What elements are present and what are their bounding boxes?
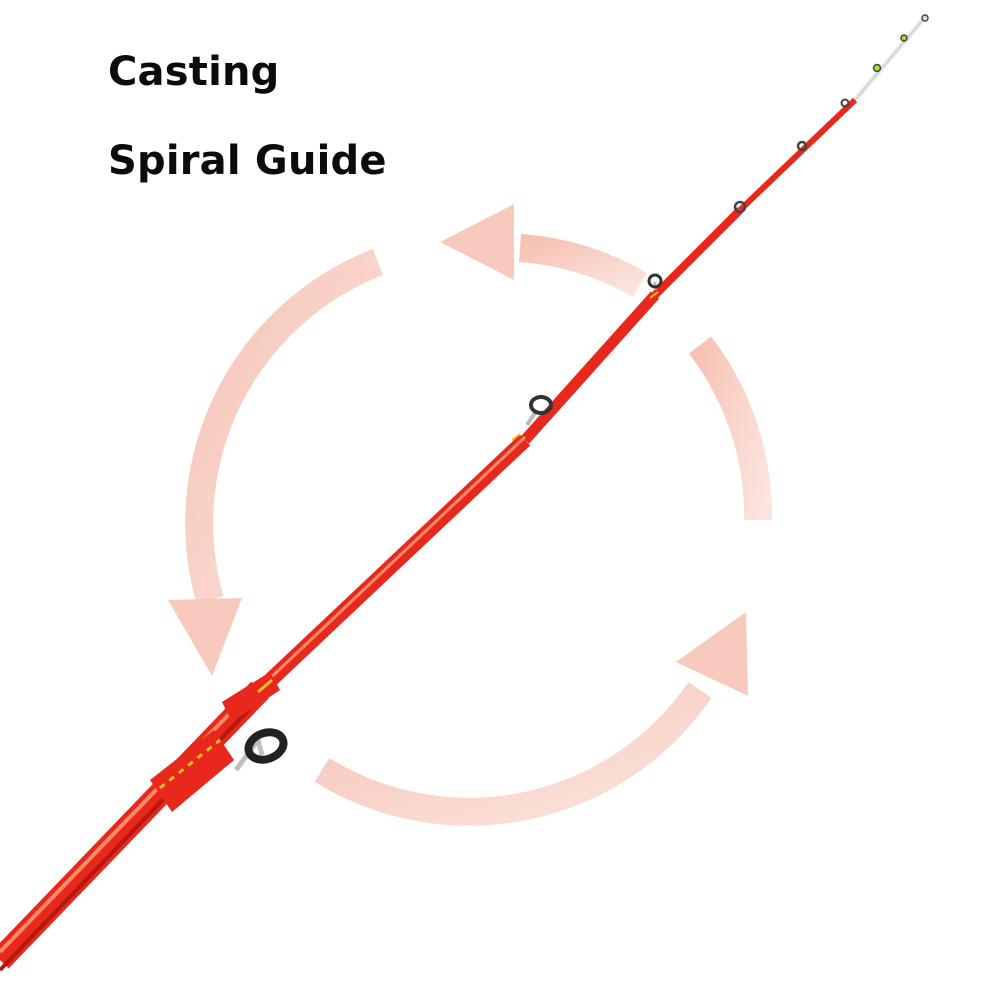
arrowhead-top <box>440 204 514 280</box>
rod-guide-icon <box>647 273 663 290</box>
headline-spiral-guide: Spiral Guide <box>108 138 387 184</box>
arrow-arc-top <box>518 234 648 298</box>
arrow-arc-right <box>688 336 773 521</box>
rod-guide-icon <box>233 728 288 772</box>
arrowhead-left <box>168 598 242 676</box>
rod-guide-icon <box>733 200 747 214</box>
arrowhead-right <box>676 612 748 696</box>
fishing-rod-image <box>0 13 929 972</box>
rod-guide-icon <box>525 395 553 427</box>
rod-tip-top-icon <box>921 14 929 22</box>
rod-guide-icon <box>796 140 808 152</box>
rod-guide-icon <box>900 34 908 42</box>
rod-guide-icon <box>840 98 850 108</box>
rotation-arrow-heads <box>168 204 748 696</box>
arrow-arc-left <box>185 248 384 604</box>
rotation-arrows-icon <box>185 234 773 826</box>
rod-guides <box>233 14 929 772</box>
arrow-arc-bottom <box>314 682 712 826</box>
headline-casting: Casting <box>108 49 280 95</box>
rod-guide-icon <box>872 63 882 73</box>
